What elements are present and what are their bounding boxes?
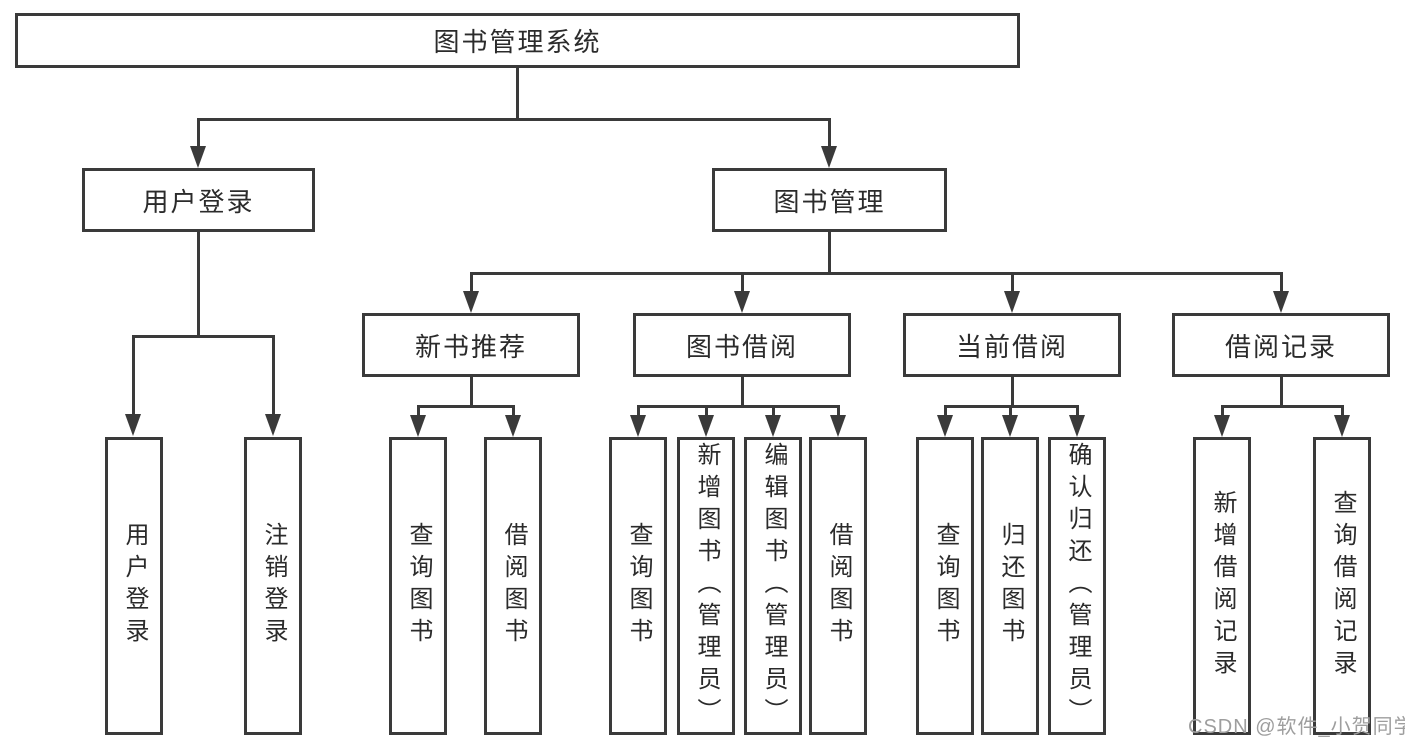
connector-line xyxy=(1221,405,1224,415)
connector-line xyxy=(637,405,839,408)
leaf-return-books: 归还图书 xyxy=(981,437,1039,735)
leaf-query-books-current-label: 查询图书 xyxy=(932,522,959,650)
connector-line xyxy=(516,68,519,120)
connector-line xyxy=(1011,272,1014,292)
connector-line xyxy=(512,405,515,415)
leaf-add-books-admin: 新增图书（管理员） xyxy=(677,437,735,735)
arrow-down-icon xyxy=(937,415,953,437)
leaf-borrow-books-label: 借阅图书 xyxy=(825,522,852,650)
leaf-user-login-label: 用户登录 xyxy=(121,522,148,650)
arrow-down-icon xyxy=(734,291,750,313)
arrow-down-icon xyxy=(410,415,426,437)
leaf-user-login: 用户登录 xyxy=(105,437,163,735)
leaf-confirm-return-admin: 确认归还（管理员） xyxy=(1048,437,1106,735)
node-book-mgmt-label: 图书管理 xyxy=(773,186,886,217)
arrow-down-icon xyxy=(1214,415,1230,437)
leaf-return-books-label: 归还图书 xyxy=(997,522,1024,650)
connector-line xyxy=(837,405,840,415)
arrow-down-icon xyxy=(190,146,206,168)
connector-line xyxy=(272,335,275,414)
leaf-query-books-recommend-label: 查询图书 xyxy=(405,522,432,650)
arrow-down-icon xyxy=(505,415,521,437)
node-borrow-records: 借阅记录 xyxy=(1172,313,1390,377)
leaf-query-borrow-record: 查询借阅记录 xyxy=(1313,437,1371,735)
arrow-down-icon xyxy=(1273,291,1289,313)
leaf-query-books-borrow: 查询图书 xyxy=(609,437,667,735)
connector-line xyxy=(741,272,744,292)
node-root: 图书管理系统 xyxy=(15,13,1020,68)
leaf-borrow-books-recommend-label: 借阅图书 xyxy=(500,522,527,650)
connector-line xyxy=(417,405,514,408)
connector-line xyxy=(197,118,200,148)
arrow-down-icon xyxy=(1069,415,1085,437)
node-new-book-rec: 新书推荐 xyxy=(362,313,580,377)
leaf-confirm-return-admin-label: 确认归还（管理员） xyxy=(1064,442,1091,730)
connector-line xyxy=(1076,405,1079,415)
node-current-borrow: 当前借阅 xyxy=(903,313,1121,377)
node-root-label: 图书管理系统 xyxy=(433,27,602,57)
watermark: CSDN @软件_小贺同学 xyxy=(1188,710,1405,739)
node-borrow-records-label: 借阅记录 xyxy=(1224,331,1337,362)
connector-line xyxy=(132,335,135,414)
node-book-mgmt: 图书管理 xyxy=(712,168,947,232)
connector-line xyxy=(1221,405,1343,408)
arrow-down-icon xyxy=(765,415,781,437)
node-book-borrow: 图书借阅 xyxy=(633,313,851,377)
connector-line xyxy=(1009,405,1012,415)
arrow-down-icon xyxy=(463,291,479,313)
connector-line xyxy=(1341,405,1344,415)
leaf-borrow-books: 借阅图书 xyxy=(809,437,867,735)
connector-line xyxy=(1011,377,1014,408)
arrow-down-icon xyxy=(630,415,646,437)
connector-line xyxy=(470,272,473,292)
connector-line xyxy=(705,405,708,415)
leaf-edit-books-admin-label: 编辑图书（管理员） xyxy=(760,442,787,730)
arrow-down-icon xyxy=(265,414,281,436)
connector-line xyxy=(197,118,831,121)
connector-line xyxy=(132,335,275,338)
connector-line xyxy=(417,405,420,415)
connector-line xyxy=(828,232,831,272)
arrow-down-icon xyxy=(125,414,141,436)
connector-line xyxy=(1280,272,1283,292)
connector-line xyxy=(197,232,200,335)
arrow-down-icon xyxy=(698,415,714,437)
arrow-down-icon xyxy=(1334,415,1350,437)
watermark-text: CSDN @软件_小贺同学 xyxy=(1188,716,1405,738)
leaf-query-books-current: 查询图书 xyxy=(916,437,974,735)
connector-line xyxy=(772,405,775,415)
connector-line xyxy=(828,118,831,148)
node-new-book-rec-label: 新书推荐 xyxy=(414,331,527,362)
leaf-edit-books-admin: 编辑图书（管理员） xyxy=(744,437,802,735)
leaf-logout-label: 注销登录 xyxy=(260,522,287,650)
connector-line xyxy=(1280,377,1283,408)
leaf-query-books-recommend: 查询图书 xyxy=(389,437,447,735)
node-current-borrow-label: 当前借阅 xyxy=(955,331,1068,362)
leaf-borrow-books-recommend: 借阅图书 xyxy=(484,437,542,735)
connector-line xyxy=(470,377,473,408)
arrow-down-icon xyxy=(1004,291,1020,313)
leaf-add-borrow-record-label: 新增借阅记录 xyxy=(1209,490,1236,682)
leaf-query-books-borrow-label: 查询图书 xyxy=(625,522,652,650)
connector-line xyxy=(637,405,640,415)
leaf-logout: 注销登录 xyxy=(244,437,302,735)
connector-line xyxy=(944,405,947,415)
leaf-add-borrow-record: 新增借阅记录 xyxy=(1193,437,1251,735)
arrow-down-icon xyxy=(821,146,837,168)
leaf-query-borrow-record-label: 查询借阅记录 xyxy=(1329,490,1356,682)
connector-line xyxy=(470,272,1282,275)
node-user-login: 用户登录 xyxy=(82,168,315,232)
node-book-borrow-label: 图书借阅 xyxy=(685,331,798,362)
node-user-login-label: 用户登录 xyxy=(142,186,255,217)
leaf-add-books-admin-label: 新增图书（管理员） xyxy=(693,442,720,730)
arrow-down-icon xyxy=(830,415,846,437)
connector-line xyxy=(741,377,744,408)
arrow-down-icon xyxy=(1002,415,1018,437)
